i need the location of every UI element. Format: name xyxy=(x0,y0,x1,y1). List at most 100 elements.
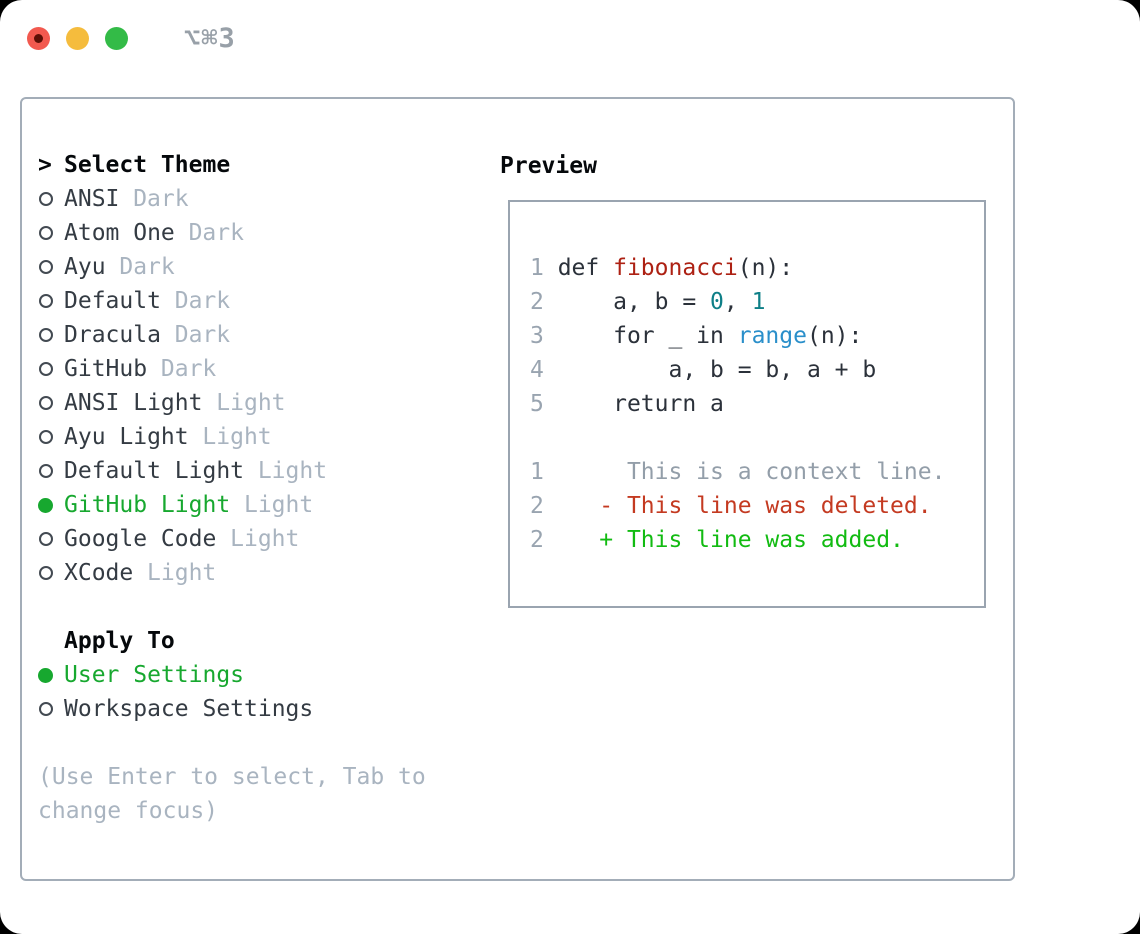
line-number: 2 xyxy=(530,289,544,315)
theme-label: Default xyxy=(64,288,161,314)
theme-label: Dracula xyxy=(64,322,161,348)
radio-selected-icon xyxy=(38,497,64,513)
line-number: 1 xyxy=(530,459,544,485)
line-number: 4 xyxy=(530,357,544,383)
titlebar: ⌥⌘3 xyxy=(27,23,236,54)
apply-option-label: Workspace Settings xyxy=(64,696,314,722)
line-number: 1 xyxy=(530,255,544,281)
zoom-button[interactable] xyxy=(105,26,128,50)
theme-variant-tag: Light xyxy=(216,390,286,416)
radio-circle xyxy=(39,362,53,376)
radio-icon xyxy=(38,396,64,410)
radio-icon xyxy=(38,328,64,342)
theme-label: Atom One xyxy=(64,220,175,246)
theme-variant-tag: Dark xyxy=(160,356,217,382)
code-token: a, b = b, a + b xyxy=(543,357,877,383)
radio-circle xyxy=(39,702,53,716)
radio-circle xyxy=(39,430,53,444)
theme-label: Google Code xyxy=(64,526,217,552)
apply-option-label: User Settings xyxy=(64,662,245,688)
cursor-marker: > xyxy=(38,152,64,178)
radio-circle xyxy=(39,464,53,478)
apply-option-user-settings[interactable]: User Settings xyxy=(38,658,426,692)
radio-circle xyxy=(39,192,53,206)
theme-option-default[interactable]: Default Dark xyxy=(38,284,426,318)
theme-variant-tag: Dark xyxy=(119,254,175,280)
spacer xyxy=(38,590,426,624)
theme-option-dracula[interactable]: Dracula Dark xyxy=(38,318,426,352)
theme-label: ANSI xyxy=(64,186,120,212)
close-button[interactable] xyxy=(27,26,50,50)
radio-icon xyxy=(38,702,64,716)
minimize-button[interactable] xyxy=(66,26,89,50)
radio-selected-icon xyxy=(38,667,64,683)
code-token: 0 xyxy=(710,289,724,315)
theme-label: GitHub xyxy=(64,356,148,382)
preview-line xyxy=(530,421,984,455)
preview-line: 1 This is a context line. xyxy=(530,455,984,489)
theme-variant-tag: Dark xyxy=(188,220,244,246)
close-dot-icon xyxy=(34,33,43,43)
radio-icon xyxy=(38,192,64,206)
code-token: a, b = xyxy=(543,289,711,315)
code-token: def xyxy=(543,255,614,281)
radio-icon xyxy=(38,430,64,444)
apply-to-header: Apply To xyxy=(38,624,426,658)
code-token: (n): xyxy=(806,323,863,349)
theme-option-ayu[interactable]: Ayu Dark xyxy=(38,250,426,284)
apply-option-workspace-settings[interactable]: Workspace Settings xyxy=(38,692,426,726)
radio-circle xyxy=(39,566,53,580)
radio-circle xyxy=(39,294,53,308)
theme-option-atom-one[interactable]: Atom One Dark xyxy=(38,216,426,250)
select-theme-header: >Select Theme xyxy=(38,148,426,182)
code-token: 1 xyxy=(751,289,766,315)
preview-heading: Preview xyxy=(500,153,597,179)
preview-line: 2 + This line was added. xyxy=(530,523,984,557)
line-number: 5 xyxy=(530,391,544,417)
radio-icon xyxy=(38,566,64,580)
theme-option-ansi[interactable]: ANSI Dark xyxy=(38,182,426,216)
theme-option-github[interactable]: GitHub Dark xyxy=(38,352,426,386)
apply-to-title: Apply To xyxy=(64,628,175,654)
theme-label: XCode xyxy=(64,560,134,586)
code-token: fibonacci xyxy=(613,255,738,281)
radio-icon xyxy=(38,532,64,546)
radio-circle xyxy=(39,226,53,240)
radio-icon xyxy=(38,362,64,376)
preview-line: 3 for _ in range(n): xyxy=(530,319,984,353)
help-text: change focus) xyxy=(38,798,219,824)
line-number: 2 xyxy=(530,527,544,553)
radio-icon xyxy=(38,294,64,308)
theme-variant-tag: Light xyxy=(243,492,314,518)
code-token: range xyxy=(737,323,807,349)
preview-line: 5 return a xyxy=(530,387,984,421)
code-token: for _ in xyxy=(543,323,738,349)
code-token: - This line was deleted. xyxy=(543,493,932,519)
radio-circle xyxy=(39,260,53,274)
spacer xyxy=(38,726,426,760)
theme-variant-tag: Dark xyxy=(174,288,231,314)
preview-line: 1 def fibonacci(n): xyxy=(530,251,984,285)
radio-circle xyxy=(39,396,53,410)
code-token: This is a context line. xyxy=(543,459,946,485)
theme-label: Ayu xyxy=(64,254,106,280)
theme-variant-tag: Light xyxy=(147,560,217,586)
theme-variant-tag: Dark xyxy=(133,186,189,212)
radio-circle xyxy=(39,328,53,342)
theme-option-xcode[interactable]: XCode Light xyxy=(38,556,426,590)
code-token: (n): xyxy=(737,255,794,281)
radio-dot xyxy=(38,667,53,683)
code-token: + This line was added. xyxy=(543,527,904,553)
theme-variant-tag: Dark xyxy=(174,322,231,348)
theme-variant-tag: Light xyxy=(257,458,328,484)
window-title: ⌥⌘3 xyxy=(184,22,236,54)
help-text: (Use Enter to select, Tab to xyxy=(38,764,426,790)
